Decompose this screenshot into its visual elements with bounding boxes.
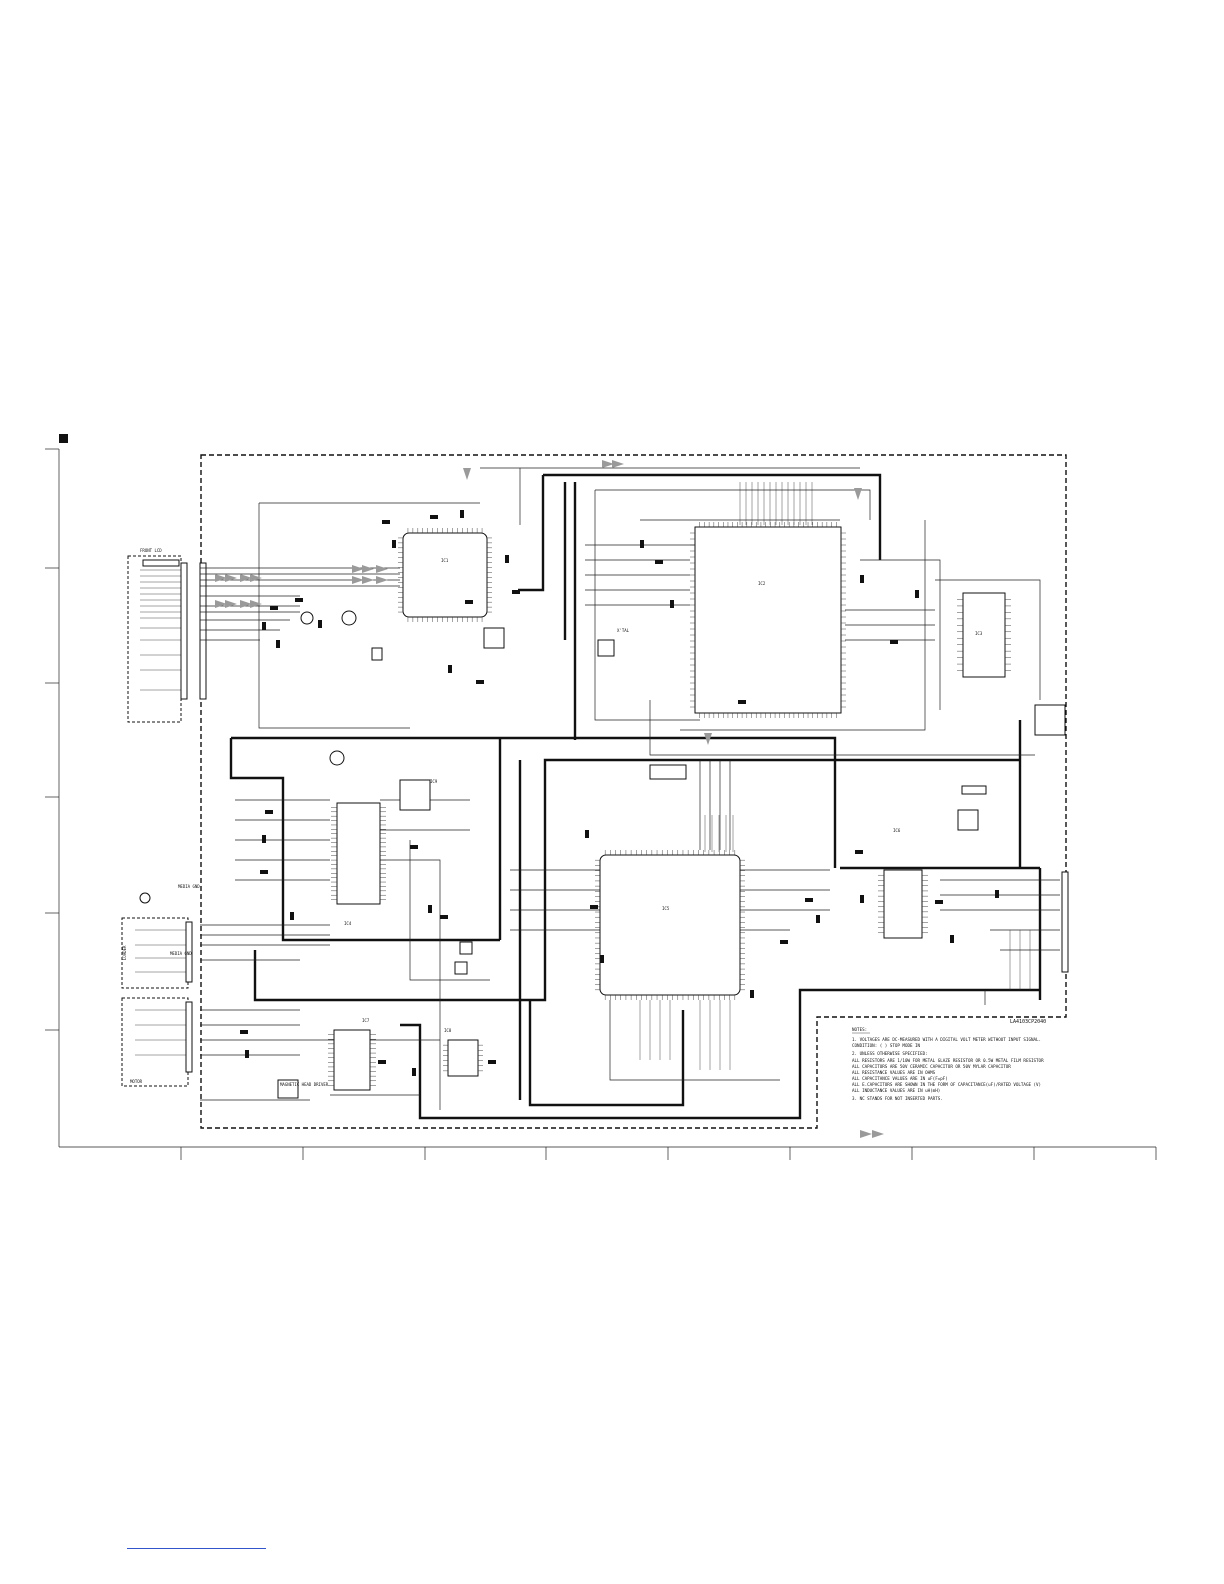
passive-component xyxy=(276,640,280,648)
note-line: ALL E.CAPACITORS ARE SHOWN IN THE FORM O… xyxy=(852,1082,1041,1087)
ic1-package: IC1 xyxy=(402,532,488,618)
passive-component xyxy=(448,665,452,673)
note-line: ALL INDUCTANCE VALUES ARE IN uH(mH) xyxy=(852,1088,940,1093)
passive-component xyxy=(805,898,813,902)
passives xyxy=(240,510,999,1076)
ic3-package: IC3 xyxy=(962,592,1006,678)
passive-component xyxy=(655,560,663,564)
signal-arrows xyxy=(215,460,884,1138)
front-lcd-label: FRONT LCD xyxy=(140,548,162,553)
ic7-label: IC7 xyxy=(362,1018,370,1023)
frame xyxy=(45,448,1157,1160)
ic9-package: IC9 xyxy=(399,779,438,811)
motor-board: MOTOR xyxy=(121,997,193,1087)
passive-component xyxy=(640,540,644,548)
passive-component xyxy=(590,905,598,909)
signal-wires xyxy=(200,467,1060,1110)
ic5-package: IC5 xyxy=(599,854,741,996)
ic4-package: IC4 xyxy=(336,802,381,926)
ic7-package: IC7 xyxy=(333,1018,371,1091)
passive-component xyxy=(750,990,754,998)
passive-component xyxy=(780,940,788,944)
notes-block: NOTES: 1. VOLTAGES ARE DC-MEASURED WITH … xyxy=(852,1027,1044,1101)
passive-component xyxy=(262,835,266,843)
pin-bundles xyxy=(639,482,1031,1070)
passive-component xyxy=(915,590,919,598)
passive-component xyxy=(410,845,418,849)
passive-component xyxy=(738,700,746,704)
motor-label: MOTOR xyxy=(130,1079,143,1084)
passive-component xyxy=(392,540,396,548)
note-line: 3. NC STANDS FOR NOT INSERTED PARTS. xyxy=(852,1096,943,1101)
ic6-package: IC6 xyxy=(883,828,923,939)
ic8-label: IC8 xyxy=(444,1028,452,1033)
passive-component xyxy=(240,1030,248,1034)
passive-component xyxy=(378,1060,386,1064)
passive-component xyxy=(505,555,509,563)
passive-component xyxy=(860,575,864,583)
media-gnd-label-1: MEDIA GND xyxy=(178,884,200,889)
passive-component xyxy=(465,600,473,604)
note-line: ALL RESISTORS ARE 1/10W FOR METAL GLAZE … xyxy=(852,1058,1044,1063)
note-line: ALL CAPACITORS ARE 50V CERAMIC CAPACITOR… xyxy=(852,1064,1011,1069)
ic3-label: IC3 xyxy=(975,631,983,636)
passive-component xyxy=(262,622,266,630)
passive-component xyxy=(428,905,432,913)
ic5-label: IC5 xyxy=(662,906,670,911)
section-marker xyxy=(59,434,68,443)
loader-board: LOADER xyxy=(121,892,193,989)
right-connectors xyxy=(1034,704,1069,973)
passive-component xyxy=(950,935,954,943)
passive-component xyxy=(295,598,303,602)
note-line: 1. VOLTAGES ARE DC-MEASURED WITH A DIGIT… xyxy=(852,1037,1041,1042)
passive-component xyxy=(290,912,294,920)
passive-component xyxy=(382,520,390,524)
ic2-label: IC2 xyxy=(758,581,766,586)
notes-title: NOTES: xyxy=(852,1027,867,1032)
passive-component xyxy=(935,900,943,904)
main-board-outline xyxy=(200,454,1067,1129)
note-line: CONDITION: ( ) STOP MODE IN xyxy=(852,1043,921,1048)
passive-component xyxy=(995,890,999,898)
ic1-label: IC1 xyxy=(441,558,449,563)
ic6-label: IC6 xyxy=(893,828,901,833)
passive-component xyxy=(265,810,273,814)
front-lcd-board: FRONT LCD xyxy=(127,548,207,723)
passive-component xyxy=(412,1068,416,1076)
passive-component xyxy=(245,1050,249,1058)
passive-component xyxy=(460,510,464,518)
magnetic-head-driver-label: MAGNETIC HEAD DRIVER xyxy=(280,1082,329,1087)
passive-component xyxy=(318,620,322,628)
passive-component xyxy=(855,850,863,854)
passive-component xyxy=(476,680,484,684)
passive-component xyxy=(512,590,520,594)
transistors xyxy=(277,610,987,1099)
passive-component xyxy=(600,955,604,963)
footer-link-underline[interactable] xyxy=(127,1548,266,1549)
passive-component xyxy=(890,640,898,644)
media-gnd-label-2: MEDIA GND xyxy=(170,951,192,956)
passive-component xyxy=(260,870,268,874)
passive-component xyxy=(488,1060,496,1064)
passive-component xyxy=(440,915,448,919)
passive-component xyxy=(860,895,864,903)
ic8-package: IC8 xyxy=(444,1028,479,1077)
passive-component xyxy=(270,606,278,610)
loader-label: LOADER xyxy=(122,945,127,960)
passive-component xyxy=(430,515,438,519)
passive-component xyxy=(816,915,820,923)
ic4-label: IC4 xyxy=(344,921,352,926)
note-line: ALL RESISTANCE VALUES ARE IN OHMS xyxy=(852,1070,936,1075)
passive-component xyxy=(585,830,589,838)
note-line: ALL CAPACITANCE VALUES ARE IN uF(F=pF) xyxy=(852,1076,948,1081)
note-line: 2. UNLESS OTHERWISE SPECIFIED: xyxy=(852,1051,928,1056)
ic2-package: IC2 xyxy=(694,526,842,714)
ic9-label: IC9 xyxy=(430,779,438,784)
x-tal-label: X'TAL xyxy=(617,628,630,633)
ic-pins xyxy=(328,522,1011,1086)
main-board-ref: LA4103CP2040 xyxy=(1010,1019,1046,1025)
passive-component xyxy=(670,600,674,608)
